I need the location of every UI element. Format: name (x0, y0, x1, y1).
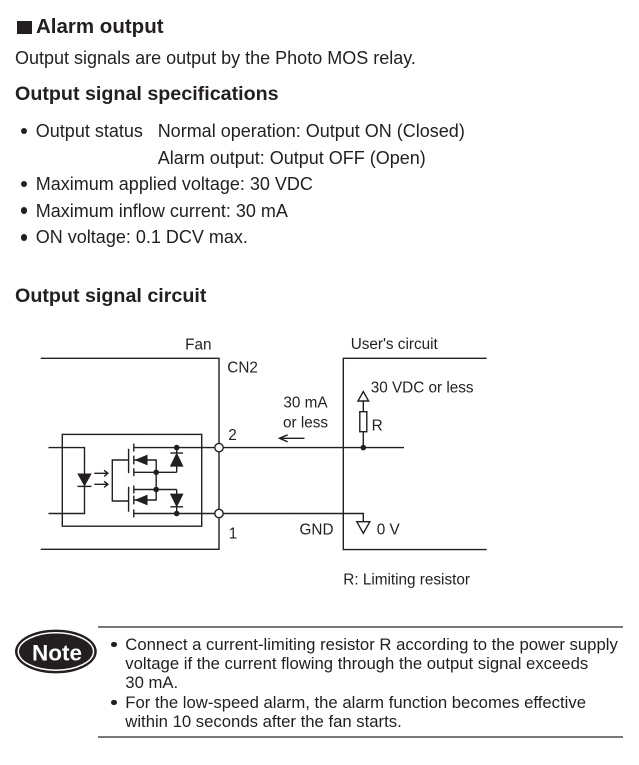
current-limit-label-line-2: or less (283, 414, 328, 431)
users-circuit-label: User's circuit (351, 336, 439, 353)
led-triangle (77, 473, 92, 487)
fan-enclosure-outline (40, 357, 220, 550)
note-line: Connect a current-limiting resistor R ac… (125, 634, 618, 654)
output-line-pin-1 (133, 512, 364, 522)
junction-dot-icon (153, 486, 159, 493)
mosfet-top-icon (127, 443, 177, 477)
spec-value-normal-operation: Normal operation: Output ON (Closed) (157, 121, 465, 141)
body-connection (133, 489, 157, 501)
note-badge-background (15, 629, 97, 674)
junction-dot-icon (173, 444, 180, 451)
terminal-pin-1-icon (214, 508, 224, 519)
section-description: Output signals are output by the Photo M… (15, 48, 416, 68)
bullet-icon (20, 180, 28, 188)
fan-block: Fan CN2 (40, 336, 258, 550)
mosfet-bottom-icon (127, 485, 177, 518)
current-direction-indicator: 30 mA or less (277, 394, 328, 443)
bullet-icon (20, 233, 28, 241)
bullet-icon (111, 699, 117, 706)
junction-dot-icon (360, 444, 367, 451)
gate-connection (111, 459, 129, 502)
spec-item-max-inflow-current: Maximum inflow current: 30 mA (0, 198, 639, 225)
junction-dot-icon (153, 469, 159, 476)
spec-values: Normal operation: Output ON (Closed) Ala… (158, 118, 465, 171)
zero-volt-label: 0 V (377, 521, 401, 538)
connector-label: CN2 (227, 360, 258, 377)
spec-text: Maximum inflow current: 30 mA (35, 200, 288, 221)
spec-text: Maximum applied voltage: 30 VDC (35, 174, 313, 195)
square-icon (16, 20, 32, 35)
supply-branch: 30 VDC or less R (356, 380, 474, 451)
spec-row: Output status Normal operation: Output O… (36, 118, 639, 171)
fan-label: Fan (185, 336, 211, 353)
diode-triangle (169, 452, 184, 467)
output-signal-circuit-diagram: Fan CN2 User's circuit (40, 336, 487, 588)
led-icon (77, 473, 92, 488)
note-item-low-speed-alarm: For the low-speed alarm, the alarm funct… (0, 693, 639, 732)
note-badge-label: Note (32, 641, 82, 666)
light-emission-arrow-icon (94, 469, 110, 477)
supply-voltage-label: 30 VDC or less (371, 380, 474, 397)
led-input-wiring (48, 446, 86, 515)
spec-item-max-applied-voltage: Maximum applied voltage: 30 VDC (0, 171, 639, 198)
spec-value-alarm-output: Alarm output: Output OFF (Open) (157, 147, 426, 168)
current-direction-arrow-icon (277, 434, 305, 443)
body-connection (133, 459, 157, 473)
bullet-icon (111, 641, 117, 647)
users-circuit-outline (342, 357, 487, 551)
specifications-list: Output status Normal operation: Output O… (0, 118, 639, 251)
light-emission-arrow-icon (94, 480, 110, 488)
pin-2-label: 2 (228, 427, 237, 444)
note-badge-icon: Note (15, 629, 97, 674)
relay-package-outline (61, 433, 203, 527)
gnd-label: GND (300, 521, 334, 538)
note-item-limiting-resistor: Connect a current-limiting resistor R ac… (0, 635, 639, 693)
section-title: Alarm output (36, 14, 164, 38)
resistor-label: R (372, 418, 383, 435)
note-line: For the low-speed alarm, the alarm funct… (125, 692, 586, 712)
resistor-legend: R: Limiting resistor (343, 571, 470, 588)
specifications-heading: Output signal specifications (15, 83, 279, 106)
diode-triangle (169, 493, 184, 508)
spec-item-on-voltage: ON voltage: 0.1 DCV max. (0, 224, 639, 251)
bullet-icon (20, 127, 28, 135)
pin-1-label: 1 (229, 525, 238, 542)
power-supply-arrow-icon (356, 390, 370, 402)
note-list: Connect a current-limiting resistor R ac… (0, 635, 639, 732)
diode-bottom-icon (169, 489, 184, 514)
photo-mos-relay-icon (48, 433, 203, 527)
users-circuit-block: User's circuit (342, 336, 487, 551)
terminal-pin-2-icon (214, 442, 224, 453)
junction-dot-icon (173, 510, 180, 517)
ground-icon (355, 521, 371, 535)
resistor-icon (359, 411, 368, 433)
ground-branch: GND 0 V (300, 521, 401, 538)
note-top-rule (97, 625, 623, 628)
diode-top-icon (169, 447, 184, 473)
current-limit-label-line-1: 30 mA (283, 394, 328, 411)
note-bottom-rule (97, 735, 623, 738)
spec-text: ON voltage: 0.1 DCV max. (35, 227, 248, 248)
bullet-icon (20, 207, 28, 214)
note-badge-ring (17, 632, 95, 671)
note-line: voltage if the current flowing through t… (125, 653, 589, 673)
spec-item-output-status: Output status Normal operation: Output O… (0, 118, 639, 171)
note-line: within 10 seconds after the fan starts. (125, 712, 402, 732)
note-line: 30 mA. (125, 673, 179, 693)
circuit-heading: Output signal circuit (15, 284, 207, 307)
spec-label: Output status (35, 121, 143, 141)
